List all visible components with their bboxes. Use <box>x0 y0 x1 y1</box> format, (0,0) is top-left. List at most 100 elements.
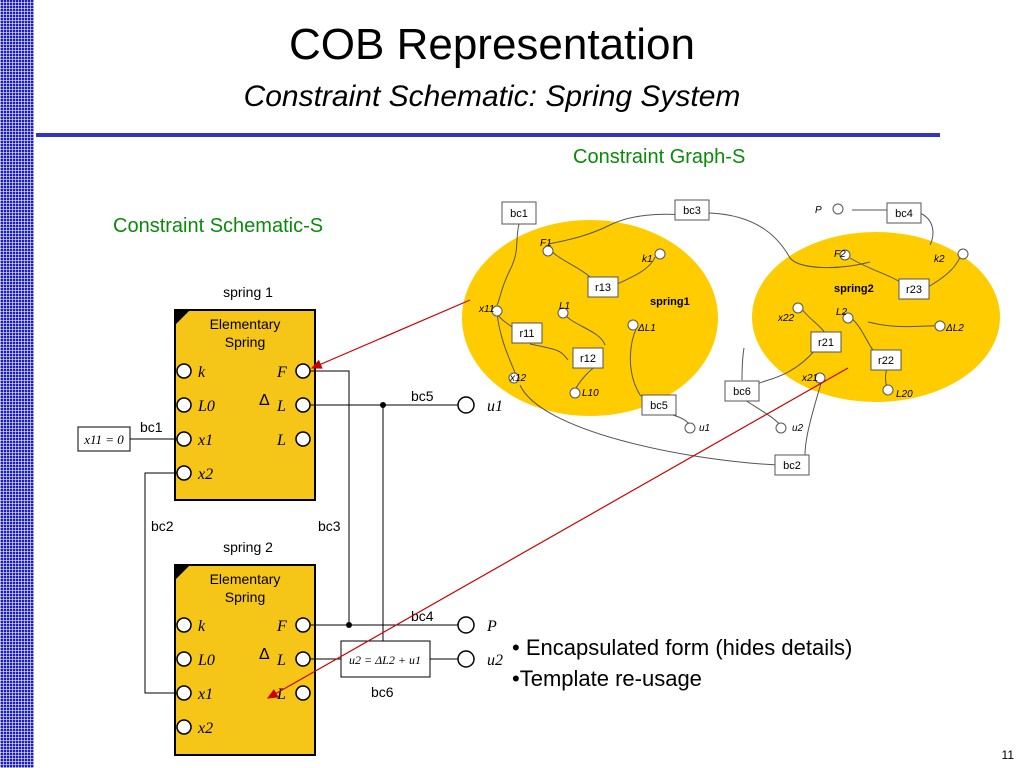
svg-text:x11: x11 <box>478 304 494 315</box>
bullet-item: •Template re-usage <box>512 666 702 691</box>
u2-constraint-box[interactable]: u2 = ΔL2 + u1 <box>340 640 431 678</box>
svg-text:k1: k1 <box>642 254 653 265</box>
spring1-port-x2[interactable] <box>176 465 192 481</box>
spring2-port-L[interactable] <box>295 685 311 701</box>
spring2-port-x1[interactable] <box>176 685 192 701</box>
spring2-label-x1: x1 <box>197 686 213 703</box>
graph-box-r13[interactable]: r13 <box>587 276 619 298</box>
bullet-item: • Encapsulated form (hides details) <box>512 635 853 660</box>
spring2-port-x2[interactable] <box>176 719 192 735</box>
svg-text:r23: r23 <box>906 284 922 296</box>
spring2-port-k[interactable] <box>176 617 192 633</box>
graph-box-bc4[interactable]: bc4 <box>886 202 922 224</box>
spring1-label-x1: x1 <box>197 432 213 449</box>
graph-spring1-label: spring1 <box>650 296 690 308</box>
spring2-port-F[interactable] <box>295 617 311 633</box>
spring1-title-line2: Spring <box>225 334 265 350</box>
terminal-u1-label: u1 <box>487 398 503 415</box>
x11-equation: x11 = 0 <box>83 432 124 447</box>
svg-text:bc2: bc2 <box>783 460 801 472</box>
bullet-list: • Encapsulated form (hides details) •Tem… <box>512 632 852 694</box>
graph-box-bc5[interactable]: bc5 <box>641 394 677 416</box>
spring1-port-k[interactable] <box>176 363 192 379</box>
spring1-port-F[interactable] <box>295 363 311 379</box>
graph-node-labels: F1 k1 L1 ΔL1 x11 x12 L10 F2 k2 L2 ΔL2 x2… <box>478 205 964 434</box>
svg-text:bc3: bc3 <box>683 205 701 217</box>
svg-text:ΔL2: ΔL2 <box>945 323 964 334</box>
bc2-label: bc2 <box>151 518 174 534</box>
page-number: 11 <box>1001 748 1014 762</box>
bc4-label: bc4 <box>411 608 434 624</box>
spring1-port-L[interactable] <box>295 431 311 447</box>
bc6-label: bc6 <box>371 684 394 700</box>
svg-text:bc1: bc1 <box>510 208 528 220</box>
spring2-label-k: k <box>198 618 206 635</box>
graph-box-bc6[interactable]: bc6 <box>724 380 760 402</box>
terminal-P-label: P <box>486 618 497 635</box>
graph-box-bc2[interactable]: bc2 <box>774 454 810 476</box>
spring2-label-x2: x2 <box>197 720 213 737</box>
graph-box-r12[interactable]: r12 <box>572 347 604 369</box>
title-divider <box>36 133 940 137</box>
svg-text:r12: r12 <box>580 353 596 365</box>
u2-equation: u2 = ΔL2 + u1 <box>349 653 421 667</box>
graph-box-r22[interactable]: r22 <box>870 349 902 371</box>
graph-box-r21[interactable]: r21 <box>810 331 842 353</box>
spring1-block[interactable]: Elementary Spring <box>174 309 316 501</box>
spring1-port-L0[interactable] <box>176 397 192 413</box>
graph-variable-nodes <box>491 203 969 434</box>
bc5-label: bc5 <box>411 388 434 404</box>
spring2-label-delta: Δ <box>259 646 270 663</box>
arrow-spring2-to-block <box>266 367 849 699</box>
x11-constraint-box[interactable]: x11 = 0 <box>77 426 131 452</box>
spring2-caption: spring 2 <box>223 539 273 555</box>
svg-text:u1: u1 <box>699 423 710 434</box>
arrow-spring1-to-block <box>310 299 471 369</box>
spring2-port-L0[interactable] <box>176 651 192 667</box>
spring2-title-line2: Spring <box>225 589 265 605</box>
spring1-port-x1[interactable] <box>176 431 192 447</box>
spring1-label-x2: x2 <box>197 466 213 483</box>
graph-box-r11[interactable]: r11 <box>511 322 543 344</box>
svg-text:x21: x21 <box>801 373 818 384</box>
mapping-arrows <box>266 299 849 699</box>
svg-text:L20: L20 <box>896 389 913 400</box>
svg-text:P: P <box>815 205 822 216</box>
terminal-u2-label: u2 <box>487 652 503 669</box>
decorative-side-strip <box>0 0 34 768</box>
svg-text:L2: L2 <box>836 307 848 318</box>
spring2-label-L: L <box>276 686 286 703</box>
terminal-u1[interactable] <box>457 396 475 414</box>
spring2-port-dL[interactable] <box>295 651 311 667</box>
spring1-port-dL[interactable] <box>295 397 311 413</box>
svg-text:bc4: bc4 <box>895 208 913 220</box>
svg-text:r22: r22 <box>878 355 894 367</box>
spring1-label-L: L <box>276 432 286 449</box>
graph-box-bc1[interactable]: bc1 <box>501 201 537 225</box>
svg-text:x22: x22 <box>777 313 795 324</box>
graph-boxes: bc1 bc3 bc4 r13 r11 r12 r23 r21 r22 bc5 … <box>501 199 930 476</box>
spring1-label-delta: Δ <box>259 392 270 409</box>
spring2-cluster <box>752 232 1000 402</box>
graph-box-bc3[interactable]: bc3 <box>674 199 710 221</box>
svg-text:r11: r11 <box>519 328 534 340</box>
svg-text:ΔL1: ΔL1 <box>637 323 656 334</box>
spring1-title-line1: Elementary <box>210 316 281 332</box>
spring1-label-F: F <box>276 364 287 381</box>
spring2-block[interactable]: Elementary Spring <box>174 564 316 756</box>
terminal-P[interactable] <box>457 616 475 634</box>
spring1-label-L0: L0 <box>197 398 215 415</box>
bc1-label: bc1 <box>140 419 163 435</box>
terminal-u2[interactable] <box>457 650 475 668</box>
spring2-label-dL: L <box>276 652 286 669</box>
svg-text:bc5: bc5 <box>650 400 668 412</box>
spring2-label-L0: L0 <box>197 652 215 669</box>
spring2-title-line1: Elementary <box>210 571 281 587</box>
spring1-label-dL: L <box>276 398 286 415</box>
graph-box-r23[interactable]: r23 <box>898 278 930 300</box>
spring2-label-F: F <box>276 618 287 635</box>
svg-text:bc6: bc6 <box>733 386 751 398</box>
slide-title: COB Representation <box>289 20 695 69</box>
schematic-wires <box>130 370 458 694</box>
